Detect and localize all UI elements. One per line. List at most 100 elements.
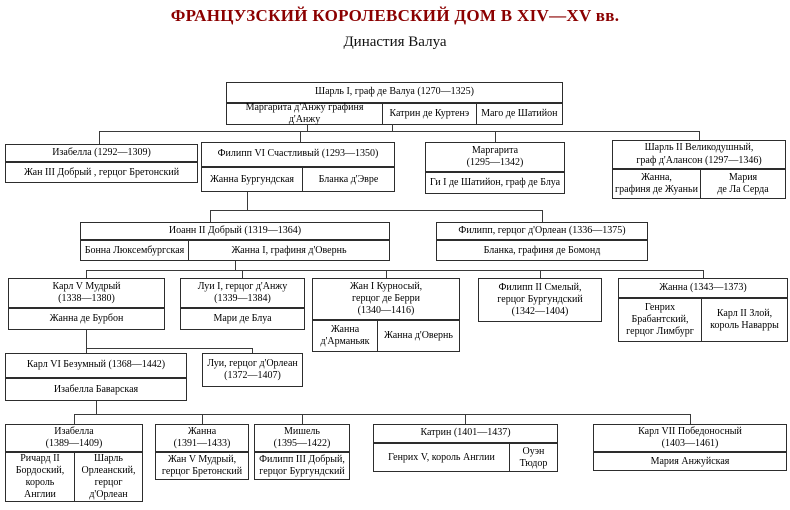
connector-line [495, 131, 496, 142]
spouse-row: Жанна д'Арманьяк Жанна д'Овернь [312, 320, 460, 352]
connector-line [86, 270, 87, 278]
spouse-row: Бланка, графиня де Бомонд [436, 240, 648, 261]
spouse-cell: Жанна д'Арманьяк [320, 324, 370, 347]
connector-line [300, 131, 301, 142]
person-node-philippe6: Филипп VI Счастливый (1293—1350) Жанна Б… [201, 142, 395, 192]
spouse-cell: Жан V Мудрый, герцог Бретонский [161, 454, 243, 477]
person-node-louis-orleans: Луи, герцог д'Орлеан (1372—1407) [202, 353, 303, 387]
person-name: Филипп, герцог д'Орлеан (1336—1375) [436, 222, 648, 240]
person-node-charles7: Карл VII Победоносный (1403—1461) Мария … [593, 424, 787, 471]
spouse-cell: Бланка д'Эвре [302, 168, 394, 191]
person-node-philippe-orleans: Филипп, герцог д'Орлеан (1336—1375) Блан… [436, 222, 648, 261]
connector-line [235, 261, 236, 270]
spouse-cell: Маргарита д'Анжу графиня д'Анжу [245, 102, 364, 125]
connector-line [210, 210, 211, 222]
person-node-jean1-berry: Жан I Курносый, герцог де Берри (1340—14… [312, 278, 460, 352]
person-name: Луи, герцог д'Орлеан (1372—1407) [202, 353, 303, 387]
spouse-row: Бонна Люксембургская Жанна I, графиня д'… [80, 240, 390, 261]
person-name: Карл VII Победоносный (1403—1461) [593, 424, 787, 452]
person-name: Жанна (1391—1433) [155, 424, 249, 452]
spouse-row: Мария Анжуйская [593, 452, 787, 471]
connector-line [86, 330, 87, 348]
spouse-cell: Мари де Блуа [213, 313, 272, 324]
connector-line [699, 131, 700, 140]
page-title: ФРАНЦУЗСКИЙ КОРОЛЕВСКИЙ ДОМ В XIV—XV вв. [170, 6, 620, 25]
person-node-izabella1292: Изабелла (1292—1309) Жан III Добрый , ге… [5, 144, 198, 183]
connector-line [542, 210, 543, 222]
spouse-row: Маргарита д'Анжу графиня д'Анжу Катрин д… [226, 102, 563, 125]
person-name: Мишель (1395—1422) [254, 424, 350, 452]
connector-line [86, 348, 87, 353]
connector-line [202, 414, 203, 424]
spouse-row: Жанна де Бурбон [8, 308, 165, 330]
spouse-cell: Мария Анжуйская [650, 455, 730, 467]
person-name: Карл V Мудрый (1338—1380) [8, 278, 165, 308]
connector-line [386, 270, 387, 278]
person-node-michelle: Мишель (1395—1422) Филипп III Добрый, ге… [254, 424, 350, 480]
person-node-louis1-anjou: Луи I, герцог д'Анжу (1339—1384) Мари де… [180, 278, 305, 330]
person-name: Филипп II Смелый, герцог Бургундский (13… [478, 278, 602, 322]
person-name: Луи I, герцог д'Анжу (1339—1384) [180, 278, 305, 308]
spouse-row: Изабелла Баварская [5, 378, 187, 401]
spouse-cell: Филипп III Добрый, герцог Бургундский [259, 454, 345, 477]
spouse-cell: Шарль Орлеанский, герцог д'Орлеан [74, 453, 142, 501]
person-node-jeanne1391: Жанна (1391—1433) Жан V Мудрый, герцог Б… [155, 424, 249, 480]
spouse-cell: Маго де Шатийон [475, 104, 563, 124]
person-name: Жанна (1343—1373) [618, 278, 788, 298]
spouse-row: Жан V Мудрый, герцог Бретонский [155, 452, 249, 480]
person-name: Изабелла (1292—1309) [5, 144, 198, 162]
spouse-cell: Карл II Злой, король Наварры [701, 299, 787, 341]
spouse-cell: Изабелла Баварская [53, 383, 139, 395]
person-name: Карл VI Безумный (1368—1442) [5, 353, 187, 378]
connector-line [252, 348, 253, 353]
spouse-row: Жан III Добрый , герцог Бретонский [5, 162, 198, 183]
spouse-cell: Бланка, графиня де Бомонд [483, 244, 601, 256]
spouse-row: Жанна, графиня де Жуаньи Мария де Ла Сер… [612, 169, 786, 199]
spouse-cell: Ричард II Бордоский, король Англии [15, 453, 65, 500]
spouse-row: Генрих V, король Англии Оуэн Тюдор [373, 443, 558, 472]
spouse-cell: Жанна д'Овернь [377, 321, 459, 351]
spouse-cell: Жанна, графиня де Жуаньи [615, 172, 698, 195]
spouse-row: Мари де Блуа [180, 308, 305, 330]
person-name: Филипп VI Счастливый (1293—1350) [201, 142, 395, 167]
person-node-jeanne1343: Жанна (1343—1373) Генрих Брабантский, ге… [618, 278, 788, 342]
person-name: Маргарита (1295—1342) [425, 142, 565, 172]
spouse-cell: Бонна Люксембургская [84, 244, 185, 256]
spouse-cell: Жан III Добрый , герцог Бретонский [23, 166, 180, 178]
connector-line [86, 270, 703, 271]
person-node-charles2: Шарль II Великодушный, граф д'Алансон (1… [612, 140, 786, 199]
connector-line [690, 414, 691, 424]
spouse-row: Жанна Бургундская Бланка д'Эвре [201, 167, 395, 192]
page-subtitle: Династия Валуа [343, 34, 447, 50]
connector-line [96, 401, 97, 414]
connector-line [392, 124, 393, 131]
spouse-cell: Генрих V, король Англии [388, 451, 495, 463]
connector-line [86, 348, 252, 349]
connector-line [74, 414, 690, 415]
connector-line [540, 270, 541, 278]
person-node-philippe2-bold: Филипп II Смелый, герцог Бургундский (13… [478, 278, 602, 322]
spouse-cell: Генрих Брабантский, герцог Лимбург [626, 302, 694, 337]
spouse-row: Ричард II Бордоский, король Англии Шарль… [5, 452, 143, 502]
connector-line [74, 414, 75, 424]
person-name: Шарль II Великодушный, граф д'Алансон (1… [612, 140, 786, 169]
spouse-row: Филипп III Добрый, герцог Бургундский [254, 452, 350, 480]
spouse-cell: Катрин де Куртенэ [382, 104, 475, 124]
person-node-charles6: Карл VI Безумный (1368—1442) Изабелла Ба… [5, 353, 187, 401]
person-name: Шарль I, граф де Валуа (1270—1325) [226, 82, 563, 103]
connector-line [465, 414, 466, 424]
spouse-cell: Жанна де Бурбон [49, 313, 124, 324]
person-node-charles5: Карл V Мудрый (1338—1380) Жанна де Бурбо… [8, 278, 165, 330]
connector-line [99, 131, 699, 132]
person-node-jean2: Иоанн II Добрый (1319—1364) Бонна Люксем… [80, 222, 390, 261]
person-name: Иоанн II Добрый (1319—1364) [80, 222, 390, 240]
connector-line [302, 414, 303, 424]
spouse-row: Генрих Брабантский, герцог Лимбург Карл … [618, 298, 788, 342]
person-name: Изабелла (1389—1409) [5, 424, 143, 452]
connector-line [307, 124, 308, 131]
person-node-charles1: Шарль I, граф де Валуа (1270—1325) Марга… [226, 82, 563, 125]
person-node-marguerite: Маргарита (1295—1342) Ги I де Шатийон, г… [425, 142, 565, 194]
connector-line [703, 270, 704, 278]
spouse-cell: Жанна Бургундская [209, 173, 294, 185]
connector-line [99, 131, 100, 144]
